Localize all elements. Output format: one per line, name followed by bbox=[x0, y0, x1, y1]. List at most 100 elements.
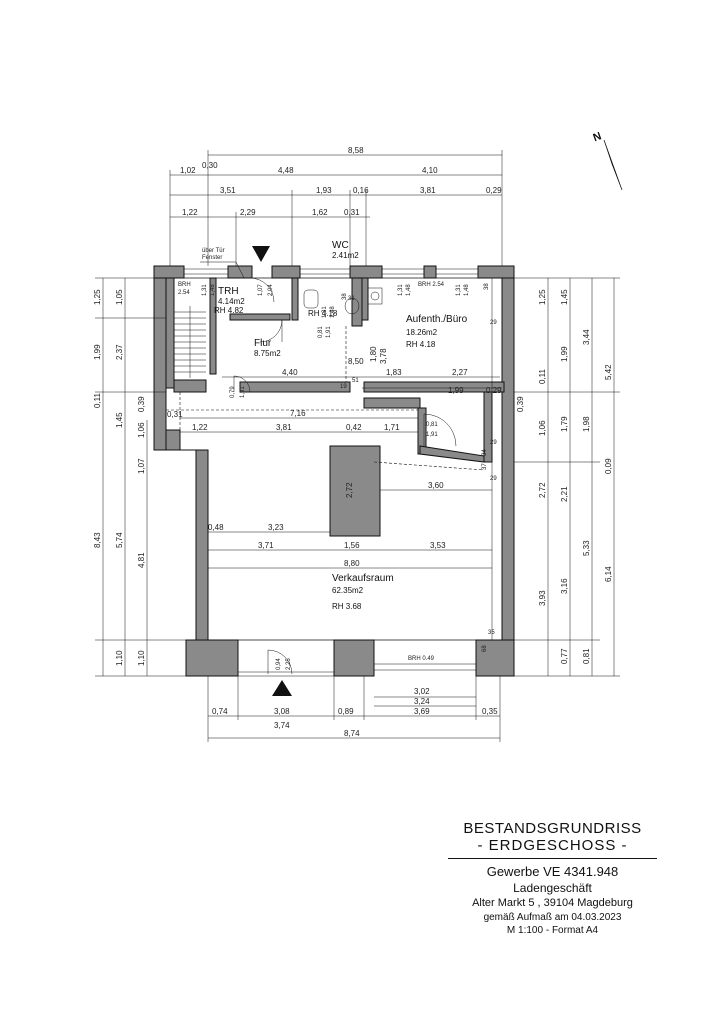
note-brh-bottom: BRH 0.49 bbox=[408, 656, 435, 662]
title-object: Gewerbe VE 4341.948 bbox=[486, 864, 619, 879]
entrance-arrow-top-icon bbox=[252, 246, 270, 262]
room-trh-area: 4.14m2 bbox=[218, 297, 245, 306]
dim-left-110a: 1,10 bbox=[115, 650, 124, 666]
title-address: Alter Markt 5 , 39104 Magdeburg bbox=[472, 897, 633, 909]
dim-right-198: 1,98 bbox=[582, 416, 591, 432]
title-scale: M 1:100 - Format A4 bbox=[506, 925, 599, 936]
dims-inner: 4,40 8,50 1,83 2,27 1,99 0,29 7,16 0,31 … bbox=[167, 283, 502, 670]
dim-top-229: 2,29 bbox=[240, 208, 256, 217]
dim-inner-131b: 1,31 bbox=[398, 284, 404, 296]
dim-inner-037: 37 bbox=[482, 463, 488, 470]
dim-bottom-035: 0,35 bbox=[482, 707, 498, 716]
dim-inner-034: 34 bbox=[482, 449, 488, 456]
dim-inner-094: 0,94 bbox=[276, 658, 282, 670]
dim-inner-156: 1,56 bbox=[344, 541, 360, 550]
room-labels: TRH 4.14m2 RH 4.82 WC 2.41m2 RH 4.18 Flu… bbox=[214, 240, 468, 611]
dim-inner-029c: 29 bbox=[490, 440, 497, 446]
dim-inner-122: 1,22 bbox=[192, 423, 208, 432]
dim-right-125: 1,25 bbox=[538, 289, 547, 305]
dim-inner-850: 8,50 bbox=[348, 357, 364, 366]
title-survey: gemäß Aufmaß am 04.03.2023 bbox=[483, 912, 622, 923]
dim-top-016: 0,16 bbox=[353, 186, 369, 195]
dim-inner-880: 8,80 bbox=[344, 559, 360, 568]
dim-right-316: 3,16 bbox=[560, 578, 569, 594]
dim-inner-031b: 31 bbox=[348, 296, 355, 302]
dim-right-542: 5,42 bbox=[604, 364, 613, 380]
dim-inner-131c: 1,31 bbox=[456, 284, 462, 296]
dim-left-039: 0,39 bbox=[137, 396, 146, 412]
dim-bottom-324: 3,24 bbox=[414, 697, 430, 706]
room-wc-rh: RH 4.18 bbox=[308, 309, 338, 318]
room-wc-area: 2.41m2 bbox=[332, 251, 359, 260]
title-use: Ladengeschäft bbox=[513, 881, 592, 895]
dim-inner-068: 68 bbox=[482, 645, 488, 652]
dim-inner-171: 1,71 bbox=[384, 423, 400, 432]
note-brh-left-label: BRH bbox=[178, 282, 191, 288]
walls bbox=[153, 265, 515, 677]
room-flur-name: Flur bbox=[254, 338, 272, 349]
dim-bottom-874: 8,74 bbox=[344, 729, 360, 738]
dim-inner-272: 2,72 bbox=[345, 482, 354, 498]
dim-inner-440: 4,40 bbox=[282, 368, 298, 377]
dims-bottom: 3,02 3,24 0,74 3,08 0,89 3,69 0,35 3,74 … bbox=[212, 687, 498, 738]
dim-inner-029b: 29 bbox=[490, 320, 497, 326]
notes: über Tür Fenster BRH 2.54 BRH 2.54 BRH 0… bbox=[178, 248, 445, 662]
dim-inner-371: 3,71 bbox=[258, 541, 274, 550]
room-wc-name: WC bbox=[332, 240, 349, 251]
dims-top: 8,58 0,30 1,02 4,48 4,10 3,51 1,93 0,16 … bbox=[180, 146, 502, 217]
dim-inner-148b: 1,48 bbox=[406, 284, 412, 296]
dim-bottom-374: 3,74 bbox=[274, 721, 290, 730]
room-office-rh: RH 4.18 bbox=[406, 340, 436, 349]
dim-top-193: 1,93 bbox=[316, 186, 332, 195]
north-label: N bbox=[592, 130, 604, 144]
dim-inner-131d: 1,31 bbox=[322, 306, 328, 318]
title-line1: BESTANDSGRUNDRISS bbox=[463, 820, 642, 837]
dim-inner-079: 0,79 bbox=[230, 386, 236, 398]
dim-top-410: 4,10 bbox=[422, 166, 438, 175]
dim-inner-360: 3,60 bbox=[428, 481, 444, 490]
dim-right-533: 5,33 bbox=[582, 540, 591, 556]
room-trh-name: TRH bbox=[218, 286, 239, 297]
dim-top-858: 8,58 bbox=[348, 146, 364, 155]
dim-right-221: 2,21 bbox=[560, 486, 569, 502]
dim-inner-204: 2,04 bbox=[268, 284, 274, 296]
dim-top-029: 0,29 bbox=[486, 186, 502, 195]
dim-inner-191b: 1,91 bbox=[326, 326, 332, 338]
dim-top-162: 1,62 bbox=[312, 208, 328, 217]
dim-inner-716: 7,16 bbox=[290, 409, 306, 418]
dim-top-030: 0,30 bbox=[202, 161, 218, 170]
dim-right-011: 0,11 bbox=[538, 368, 547, 384]
dim-top-448: 4,48 bbox=[278, 166, 294, 175]
dim-right-199: 1,99 bbox=[560, 346, 569, 362]
dim-right-179: 1,79 bbox=[560, 416, 569, 432]
dim-right-614: 6,14 bbox=[604, 566, 613, 582]
dim-inner-048: 0,48 bbox=[208, 523, 224, 532]
title-block: BESTANDSGRUNDRISS - ERDGESCHOSS - Gewerb… bbox=[440, 820, 665, 937]
dim-left-011: 0,11 bbox=[93, 392, 102, 408]
dim-top-381: 3,81 bbox=[420, 186, 436, 195]
dim-left-107: 1,07 bbox=[137, 458, 146, 474]
dim-inner-029: 0,29 bbox=[486, 386, 502, 395]
dim-inner-148c: 1,48 bbox=[464, 284, 470, 296]
note-brh-top: BRH 2.54 bbox=[418, 282, 445, 288]
dim-inner-035: 35 bbox=[488, 630, 495, 636]
dim-inner-038b: 38 bbox=[484, 283, 490, 290]
dims-left: 1,25 1,05 1,99 2,37 0,11 1,45 1,06 0,39 … bbox=[93, 289, 146, 666]
dim-inner-051: 51 bbox=[352, 378, 359, 384]
dim-left-237: 2,37 bbox=[115, 344, 124, 360]
dim-bottom-302: 3,02 bbox=[414, 687, 430, 696]
dim-right-344: 3,44 bbox=[582, 329, 591, 345]
room-office-name: Aufenth./Büro bbox=[406, 314, 468, 325]
dim-left-145: 1,45 bbox=[115, 412, 124, 428]
dim-right-106: 1,06 bbox=[538, 420, 547, 436]
dim-inner-183: 1,83 bbox=[386, 368, 402, 377]
dim-left-110b: 1,10 bbox=[137, 650, 146, 666]
dim-left-843: 8,43 bbox=[93, 532, 102, 548]
dim-inner-180: 1,80 bbox=[369, 346, 378, 362]
dimension-lines bbox=[95, 150, 620, 742]
dim-inner-042: 0,42 bbox=[346, 423, 362, 432]
dim-inner-029d: 29 bbox=[490, 476, 497, 482]
dim-inner-148: 1,48 bbox=[210, 284, 216, 296]
dim-bottom-369: 3,69 bbox=[414, 707, 430, 716]
